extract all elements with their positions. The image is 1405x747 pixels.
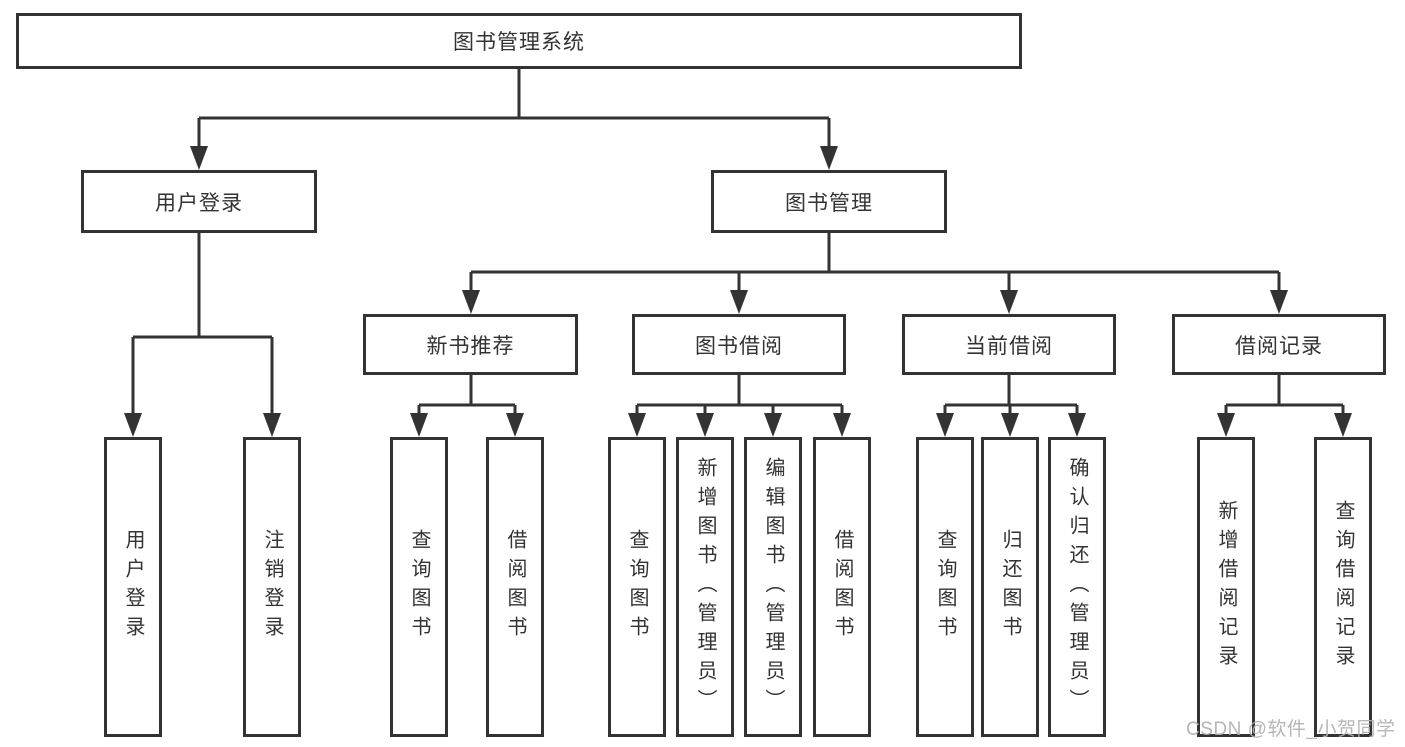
node-user-login: 用户登录 — [81, 170, 317, 233]
leaf-query-books: 查询图书 — [916, 437, 974, 737]
leaf-query-books: 查询图书 — [608, 437, 666, 737]
arrowhead-icons — [124, 146, 1352, 437]
arrow-down-icon — [936, 413, 954, 437]
arrow-down-icon — [1001, 413, 1019, 437]
leaf-return-books: 归还图书 — [981, 437, 1039, 737]
arrow-down-icon — [410, 413, 428, 437]
node-book-borrow: 图书借阅 — [632, 314, 846, 375]
arrow-down-icon — [1068, 413, 1086, 437]
arrow-down-icon — [820, 146, 838, 170]
arrow-down-icon — [506, 413, 524, 437]
node-root-system: 图书管理系统 — [16, 13, 1022, 69]
leaf-confirm-return-admin: 确认归还（管理员） — [1048, 437, 1106, 737]
arrow-down-icon — [1000, 290, 1018, 314]
connector-shafts — [131, 68, 1345, 417]
leaf-query-borrow-record: 查询借阅记录 — [1314, 437, 1372, 737]
csdn-watermark: CSDN @软件_小贺同学 — [1186, 719, 1396, 740]
leaf-add-borrow-record: 新增借阅记录 — [1197, 437, 1255, 737]
arrow-down-icon — [1334, 413, 1352, 437]
arrow-down-icon — [462, 290, 480, 314]
arrow-down-icon — [1217, 413, 1235, 437]
leaf-query-books: 查询图书 — [390, 437, 448, 737]
leaf-add-books-admin: 新增图书（管理员） — [676, 437, 734, 737]
arrow-down-icon — [124, 413, 142, 437]
node-book-management: 图书管理 — [711, 170, 947, 233]
node-borrow-records: 借阅记录 — [1172, 314, 1386, 375]
leaf-user-login: 用户登录 — [104, 437, 162, 737]
node-current-borrow: 当前借阅 — [902, 314, 1116, 375]
arrow-down-icon — [730, 290, 748, 314]
node-new-book-recommend: 新书推荐 — [363, 314, 578, 375]
arrow-down-icon — [764, 413, 782, 437]
leaf-edit-books-admin: 编辑图书（管理员） — [744, 437, 802, 737]
leaf-logout: 注销登录 — [243, 437, 301, 737]
leaf-borrow-books: 借阅图书 — [486, 437, 544, 737]
arrow-down-icon — [696, 413, 714, 437]
arrow-down-icon — [628, 413, 646, 437]
arrow-down-icon — [833, 413, 851, 437]
arrow-down-icon — [190, 146, 208, 170]
leaf-borrow-books: 借阅图书 — [813, 437, 871, 737]
arrow-down-icon — [1270, 290, 1288, 314]
arrow-down-icon — [263, 413, 281, 437]
